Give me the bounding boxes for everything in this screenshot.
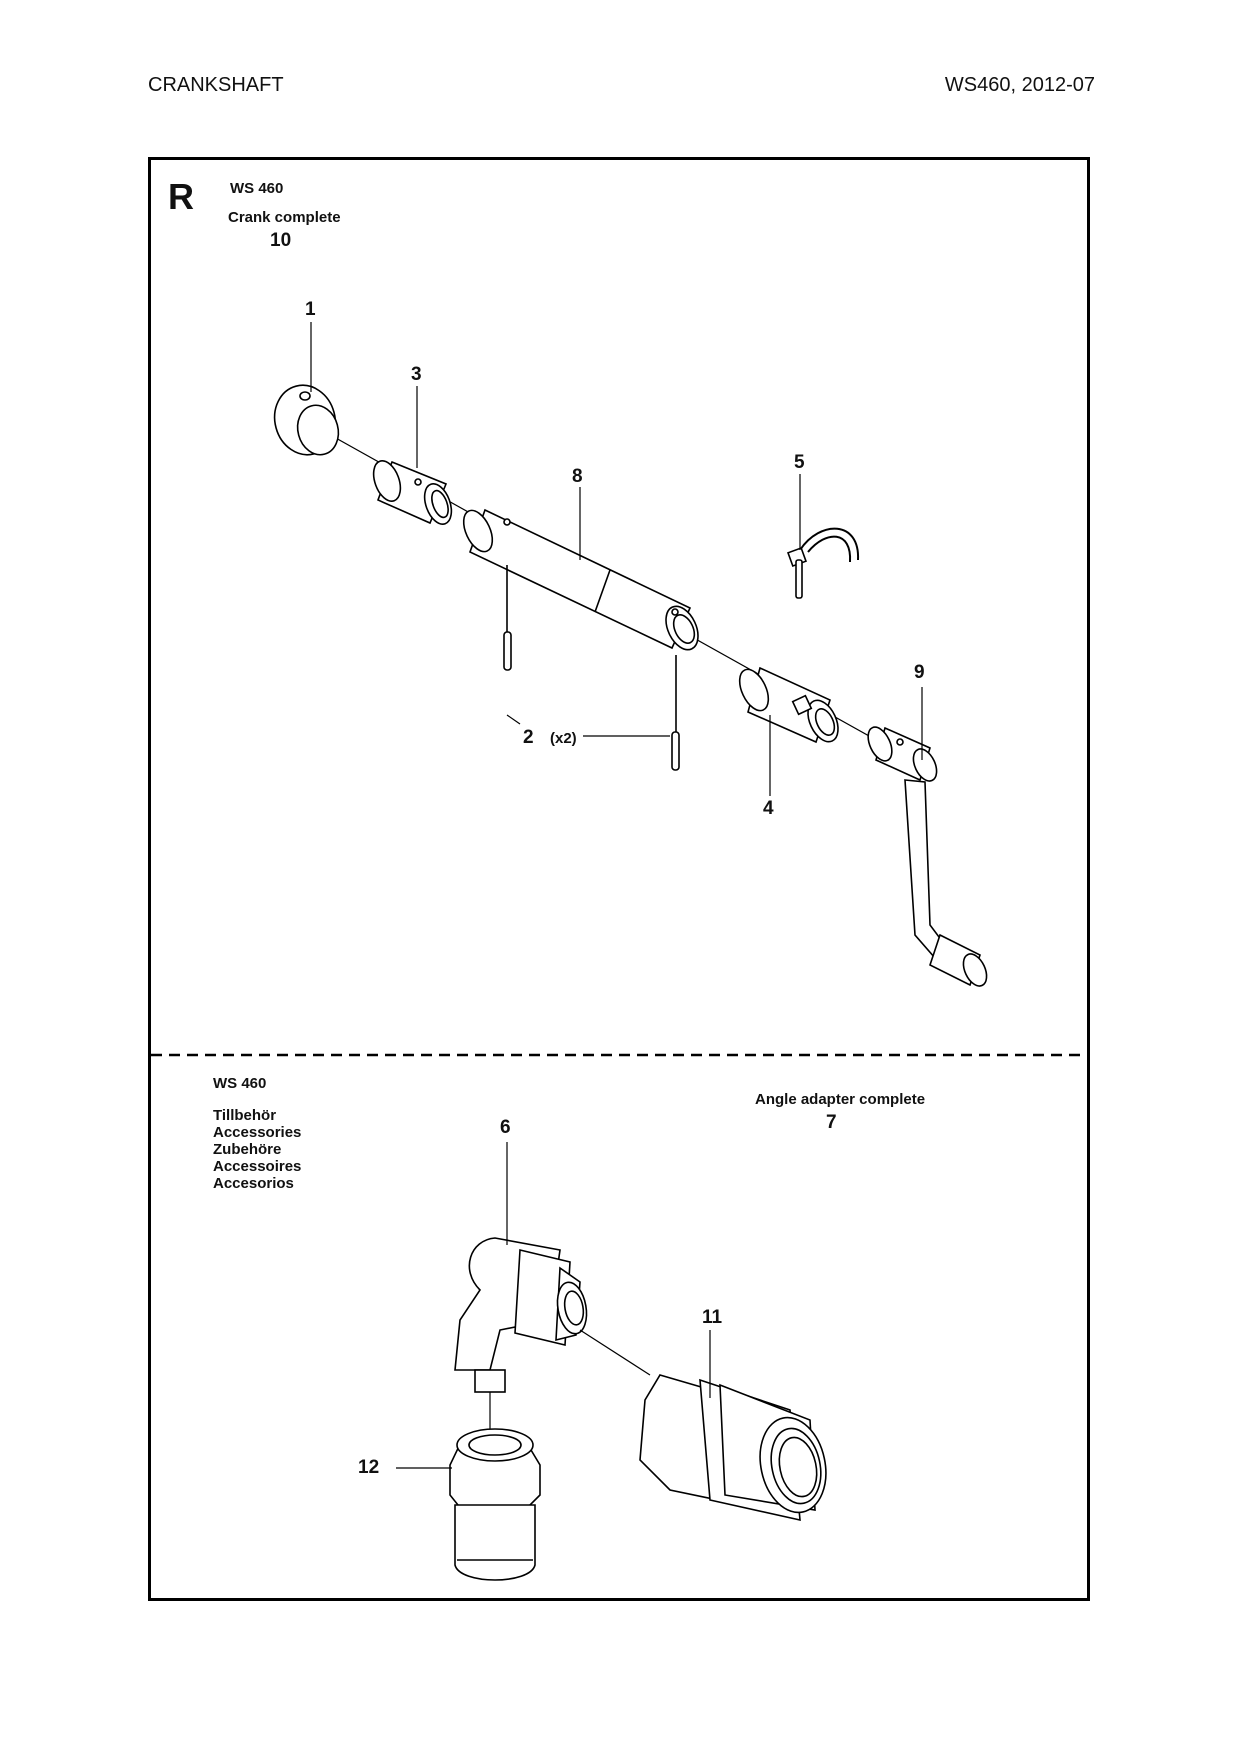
part-9-crank <box>867 726 988 987</box>
part-2-pins <box>503 565 680 771</box>
bottom-model-label: WS 460 <box>213 1075 267 1092</box>
callout-4: 4 <box>763 798 774 819</box>
page-header-model-date: WS460, 2012-07 <box>944 74 1095 96</box>
part-11-coupler <box>639 1374 827 1522</box>
page-header-title: CRANKSHAFT <box>148 74 284 96</box>
callout-2: 2 <box>523 727 534 748</box>
angle-adapter-number: 7 <box>826 1112 837 1133</box>
accessories-sv: Tillbehör <box>213 1107 277 1124</box>
crank-complete-title: Crank complete <box>228 209 341 226</box>
diagram-frame <box>148 157 1090 1601</box>
callout-2-quantity: (x2) <box>550 730 577 747</box>
callout-leaders <box>310 322 923 1469</box>
part-3-sleeve <box>372 460 453 525</box>
crank-complete-number: 10 <box>270 230 292 251</box>
accessories-de: Zubehöre <box>213 1141 282 1158</box>
accessories-list: Tillbehör Accessories Zubehöre Accessoir… <box>213 1107 301 1192</box>
accessories-fr: Accessoires <box>213 1158 302 1175</box>
callout-9: 9 <box>914 662 925 683</box>
accessories-es: Accesorios <box>213 1175 294 1192</box>
section-letter: R <box>168 176 194 217</box>
callout-8: 8 <box>572 466 583 487</box>
callout-12: 12 <box>358 1457 380 1478</box>
callout-11: 11 <box>702 1307 723 1328</box>
top-model-label: WS 460 <box>230 180 284 197</box>
callout-3: 3 <box>411 364 422 385</box>
accessories-en: Accessories <box>213 1124 302 1141</box>
callout-5: 5 <box>794 452 805 473</box>
part-6-elbow <box>454 1237 588 1393</box>
callout-6: 6 <box>500 1117 511 1138</box>
part-8-tube <box>462 508 699 651</box>
part-12-nipple <box>449 1428 541 1581</box>
part-5-clip <box>787 527 860 599</box>
angle-adapter-title: Angle adapter complete <box>755 1091 926 1108</box>
part-4-coupling <box>738 666 839 744</box>
callout-1: 1 <box>305 299 316 320</box>
part-1-collar <box>273 384 340 456</box>
